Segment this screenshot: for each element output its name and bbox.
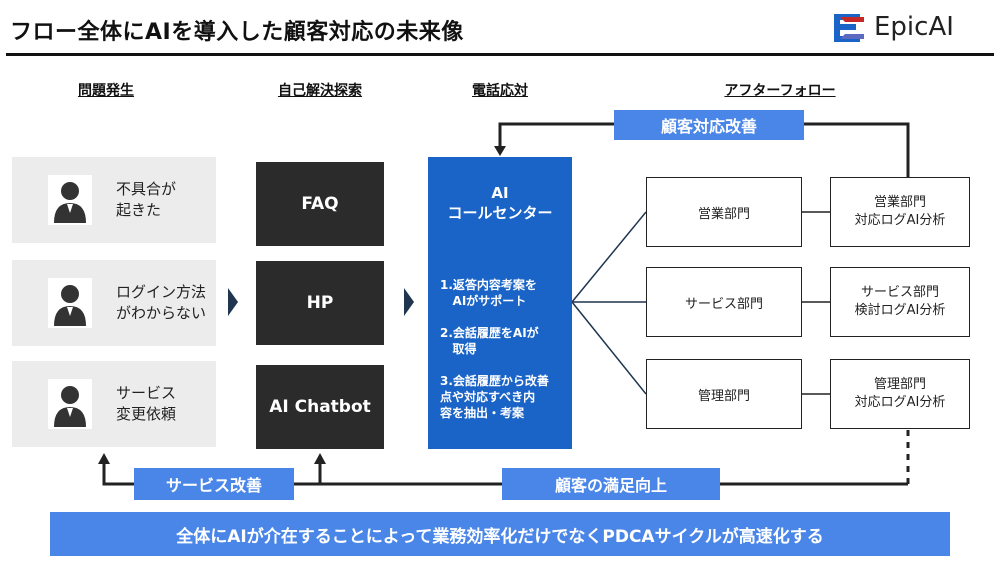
self-solve-hp: HP: [256, 261, 384, 345]
self-solve-ai-chatbot: AI Chatbot: [256, 365, 384, 449]
label-improve-service: サービス改善: [134, 468, 294, 500]
summary-banner: 全体にAIが介在することによって業務効率化だけでなくPDCAサイクルが高速化する: [50, 512, 950, 556]
problem-text: サービス 変更依頼: [116, 384, 177, 423]
log-analysis-service: サービス部門 検討ログAI分析: [830, 267, 970, 337]
page-title: フロー全体にAIを導入した顧客対応の未来像: [10, 20, 464, 45]
person-icon: [48, 379, 92, 429]
flow-chevron-icon: [404, 288, 414, 316]
column-head-after-follow: アフターフォロー: [724, 83, 836, 99]
department-admin: 管理部門: [646, 359, 802, 429]
person-icon: [48, 175, 92, 225]
call-center-title: AI コールセンター: [447, 184, 553, 222]
problem-text: ログイン方法 がわからない: [116, 283, 207, 322]
problem-text: 不具合が 起きた: [116, 180, 177, 219]
log-analysis-sales: 営業部門 対応ログAI分析: [830, 177, 970, 247]
ai-call-center: AI コールセンター 1.返答内容考案を AIがサポート 2.会話履歴をAIが …: [428, 157, 572, 449]
epicai-logo-icon: [834, 14, 864, 42]
header-divider: [6, 53, 994, 56]
problem-card: サービス 変更依頼: [12, 361, 216, 447]
column-head-problem: 問題発生: [78, 83, 134, 99]
problem-card: ログイン方法 がわからない: [12, 260, 216, 346]
person-icon: [48, 278, 92, 328]
column-head-self-solve: 自己解決探索: [278, 83, 362, 99]
epicai-logo: EpicAI: [830, 10, 970, 46]
problem-card: 不具合が 起きた: [12, 157, 216, 243]
column-head-phone: 電話応対: [472, 83, 528, 99]
department-sales: 営業部門: [646, 177, 802, 247]
label-improve-support: 顧客対応改善: [614, 110, 804, 140]
call-center-item: 1.返答内容考案を AIがサポート: [440, 278, 537, 308]
self-solve-faq: FAQ: [256, 162, 384, 246]
call-center-item: 3.会話履歴から改善 点や対応すべき内 容を抽出・考案: [440, 374, 549, 420]
label-satisfaction: 顧客の満足向上: [502, 468, 720, 500]
logo-text: EpicAI: [874, 12, 954, 42]
department-service: サービス部門: [646, 267, 802, 337]
call-center-item: 2.会話履歴をAIが 取得: [440, 326, 539, 356]
flow-chevron-icon: [228, 288, 238, 316]
log-analysis-admin: 管理部門 対応ログAI分析: [830, 359, 970, 429]
